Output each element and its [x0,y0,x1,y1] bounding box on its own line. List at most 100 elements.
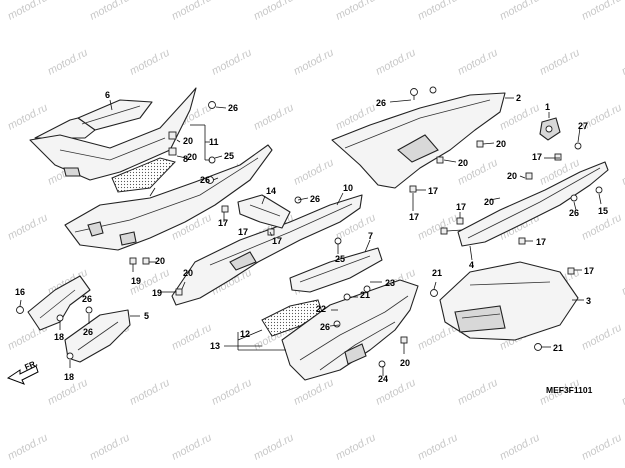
front-direction-arrow: FR. [6,359,39,385]
watermark-text: motod.ru [416,0,460,23]
callout-2: 2 [516,93,521,103]
part-3-luggage-box [439,261,579,341]
callout-20: 20 [507,171,517,181]
callout-17: 17 [456,202,466,212]
callout-7: 7 [368,231,373,241]
callout-23: 23 [385,278,395,288]
callout-25: 25 [335,254,345,264]
watermark-text: motod.ru [128,377,172,408]
watermark-text: motod.ru [292,377,336,408]
watermark-text: motod.ru [498,0,542,23]
watermark-text: motod.ru [456,377,500,408]
callout-20: 20 [183,268,193,278]
callout-18: 18 [64,372,74,382]
callout-19: 19 [131,276,141,286]
watermark-text: motod.ru [170,0,214,23]
watermark-text: motod.ru [620,157,625,188]
watermark-text: motod.ru [88,0,132,23]
watermark-text: motod.ru [210,377,254,408]
callout-19: 19 [152,288,162,298]
drawing-code: MEF3F1101 [546,385,593,395]
callout-26: 26 [569,208,579,218]
callout-17: 17 [536,237,546,247]
part-1-clamp [539,117,561,141]
watermark-text: motod.ru [6,432,50,463]
callout-20: 20 [400,358,410,368]
watermark-text: motod.ru [416,432,460,463]
watermark-text: motod.ru [620,267,625,298]
watermark-text: motod.ru [580,0,624,23]
watermark-text: motod.ru [580,432,624,463]
callout-21: 21 [432,268,442,278]
callout-1: 1 [545,102,550,112]
callout-10: 10 [343,183,353,193]
callout-17: 17 [238,227,248,237]
part-14-bracket [237,194,291,229]
watermark-text: motod.ru [620,47,625,78]
callout-26: 26 [376,98,386,108]
callout-17: 17 [532,152,542,162]
callout-26: 26 [82,294,92,304]
callout-17: 17 [584,266,594,276]
callout-26: 26 [200,175,210,185]
watermark-text: motod.ru [88,432,132,463]
callout-3: 3 [586,296,591,306]
part-13-under-tray [281,279,419,381]
callout-17: 17 [272,236,282,246]
callout-25: 25 [224,151,234,161]
watermark-text: motod.ru [580,212,624,243]
callout-21: 21 [360,290,370,300]
watermark-text: motod.ru [46,47,90,78]
callout-18: 18 [54,332,64,342]
part-7-step-mat [289,247,383,293]
watermark-text: motod.ru [6,212,50,243]
callout-16: 16 [15,287,25,297]
part-2-right-cover [331,92,506,189]
callout-26: 26 [83,327,93,337]
callout-14: 14 [266,186,276,196]
watermark-text: motod.ru [292,157,336,188]
callout-20: 20 [155,256,165,266]
watermark-text: motod.ru [620,377,625,408]
watermark-text: motod.ru [292,47,336,78]
watermark-text: motod.ru [334,432,378,463]
watermark-text: motod.ru [170,322,214,353]
callout-8: 8 [183,154,188,164]
watermark-text: motod.ru [252,102,296,133]
part-4-right-rail [457,161,609,247]
watermark-text: motod.ru [334,0,378,23]
part-6-cover [34,99,153,139]
callout-17: 17 [218,218,228,228]
watermark-text: motod.ru [252,0,296,23]
callout-22: 22 [316,304,326,314]
watermark-text: motod.ru [416,212,460,243]
callout-11: 11 [209,137,219,147]
part-5-lower-bracket [27,275,131,363]
watermark-text: motod.ru [170,432,214,463]
leader-lines [19,96,602,376]
watermark-text: motod.ru [6,0,50,23]
callout-6: 6 [105,90,110,100]
watermark-text: motod.ru [6,102,50,133]
watermark-text: motod.ru [498,432,542,463]
callout-24: 24 [378,374,388,384]
callout-20: 20 [458,158,468,168]
callout-4: 4 [469,260,474,270]
part-10-floor-cover [171,194,363,306]
callout-17: 17 [409,212,419,222]
callout-20: 20 [496,139,506,149]
watermark-text: motod.ru [374,47,418,78]
watermark-text: motod.ru [128,47,172,78]
callout-26: 26 [310,194,320,204]
callout-26: 26 [228,103,238,113]
callout-12: 12 [240,329,250,339]
callout-21: 21 [553,343,563,353]
callout-17: 17 [428,186,438,196]
callout-13: 13 [210,341,220,351]
callout-20: 20 [187,152,197,162]
callout-20: 20 [183,136,193,146]
watermark-text: motod.ru [252,432,296,463]
